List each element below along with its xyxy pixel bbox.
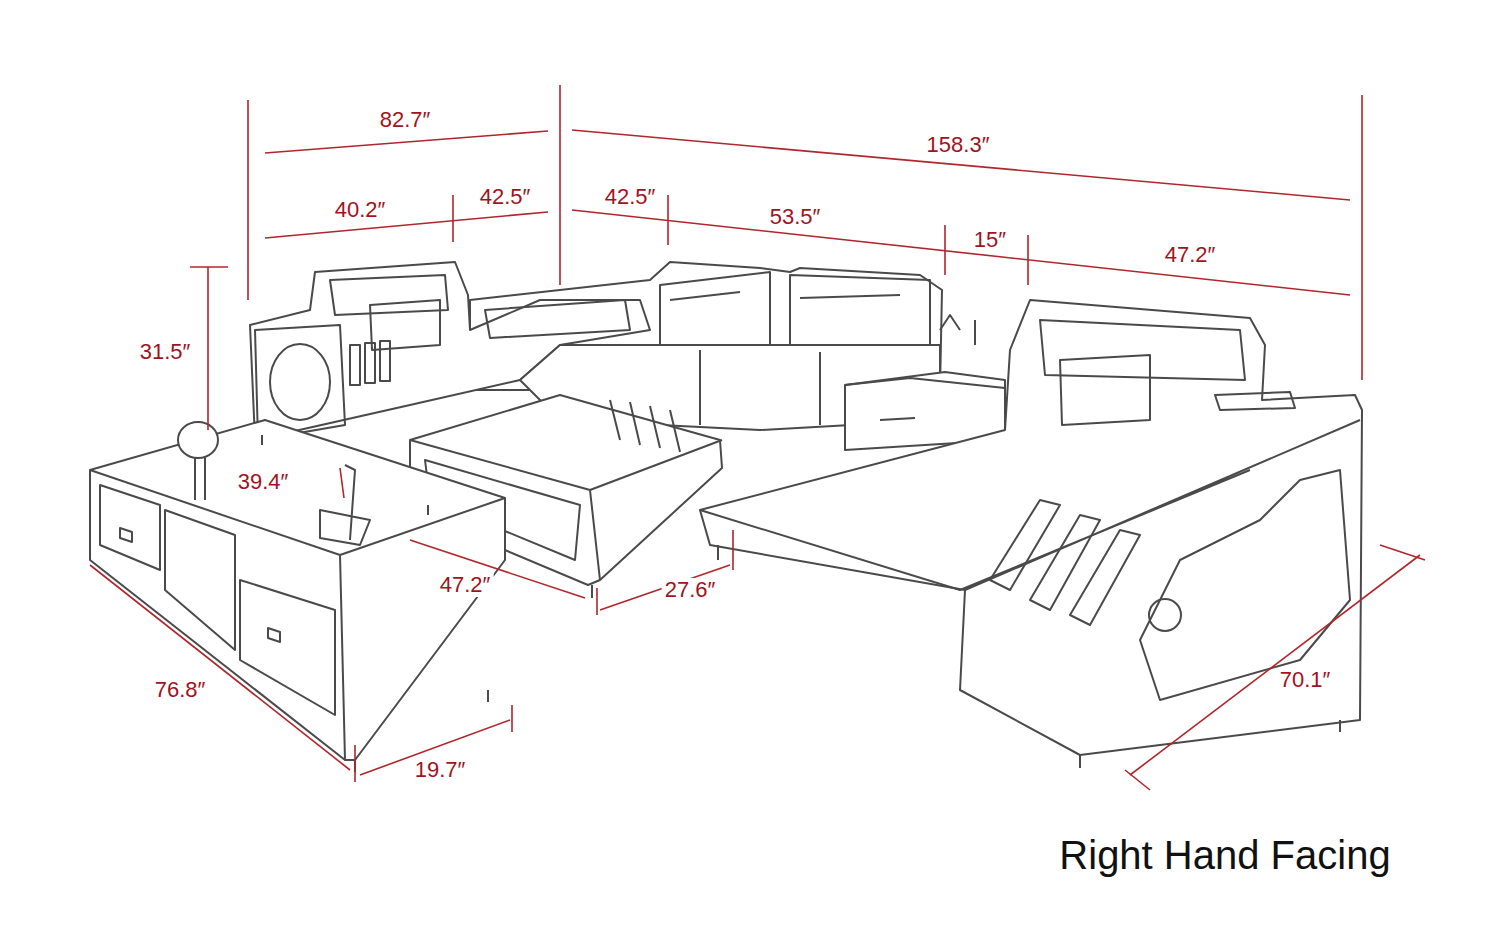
caption: Right Hand Facing [1059,835,1390,875]
dimension-label: 19.7″ [412,758,469,782]
dimension-label: 40.2″ [332,198,389,222]
dimension-label: 70.1″ [1277,668,1334,692]
dimension-label: 47.2″ [1162,243,1219,267]
dimension-label: 76.8″ [152,678,209,702]
dimension-lines [90,85,1425,790]
sofa-sketch [90,262,1362,772]
dimension-label: 31.5″ [137,340,194,364]
dimension-label: 27.6″ [662,578,719,602]
dimension-label: 53.5″ [767,205,824,229]
dimension-label: 42.5″ [477,185,534,209]
dimension-label: 15″ [971,228,1009,252]
dimension-label: 82.7″ [377,108,434,132]
dimension-label: 42.5″ [602,185,659,209]
dimension-label: 47.2″ [437,573,494,597]
dimension-label: 158.3″ [924,133,993,157]
dimension-label: 39.4″ [235,470,292,494]
